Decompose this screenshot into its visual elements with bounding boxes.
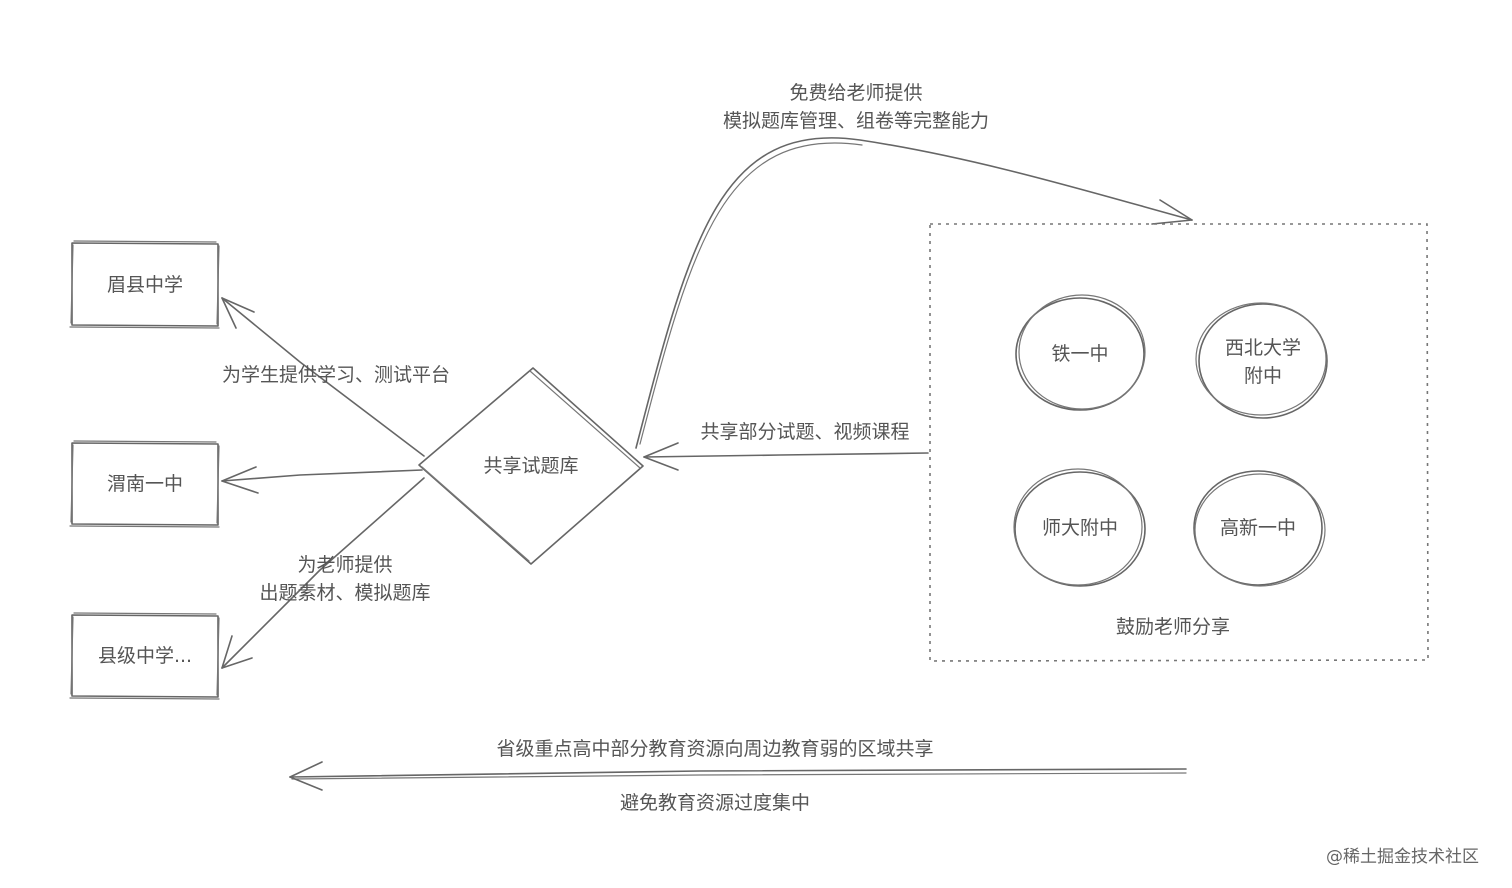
edge-label-share: 共享部分试题、视频课程 [700, 421, 910, 443]
school-box-county[interactable] [69, 612, 220, 700]
circle-label-tieyi: 铁一中 [1051, 343, 1109, 365]
school-box-meixian[interactable] [69, 240, 220, 329]
school-label-weinan: 渭南一中 [106, 473, 183, 495]
school-box-weinan[interactable] [69, 440, 220, 528]
circle-gaoxin[interactable] [1193, 470, 1326, 587]
arrow-bottom-resources [289, 761, 1187, 791]
arrow-to-weinan [221, 466, 423, 494]
arrow-to-meixian [221, 297, 425, 457]
edge-label-teachers: 为老师提供 出题素材、模拟题库 [225, 551, 465, 607]
group-frame [929, 223, 1429, 662]
arrow-share-to-hub [643, 442, 929, 471]
edge-label-students: 为学生提供学习、测试平台 [221, 364, 450, 386]
hub-label: 共享试题库 [483, 455, 579, 477]
circle-label-xibei: 西北大学 附中 [1224, 337, 1301, 387]
edge-label-free: 免费给老师提供 模拟题库管理、组卷等完整能力 [686, 79, 1026, 135]
circle-label-shida: 师大附中 [1041, 517, 1118, 539]
arrow-free-to-group [635, 137, 1193, 449]
edge-label-teachers-line2: 出题素材、模拟题库 [259, 582, 431, 604]
school-label-county: 县级中学... [97, 645, 193, 667]
bottom-label-line2: 避免教育资源过度集中 [619, 792, 810, 814]
circle-tieyi[interactable] [1015, 294, 1146, 411]
bottom-label-line1: 省级重点高中部分教育资源向周边教育弱的区域共享 [496, 738, 934, 760]
circle-xibei[interactable] [1195, 302, 1328, 419]
school-label-meixian: 眉县中学 [106, 274, 183, 296]
hub-diamond[interactable] [418, 367, 644, 565]
circle-shida[interactable] [1013, 468, 1146, 587]
group-label: 鼓励老师分享 [1115, 616, 1230, 638]
edge-label-free-line2: 模拟题库管理、组卷等完整能力 [722, 110, 989, 132]
circle-label-gaoxin: 高新一中 [1219, 517, 1296, 539]
watermark: @稀土掘金技术社区 [1326, 847, 1479, 867]
edge-label-teachers-line1: 为老师提供 [297, 554, 393, 576]
arrow-to-county [221, 477, 425, 669]
edge-label-free-line1: 免费给老师提供 [789, 82, 923, 104]
